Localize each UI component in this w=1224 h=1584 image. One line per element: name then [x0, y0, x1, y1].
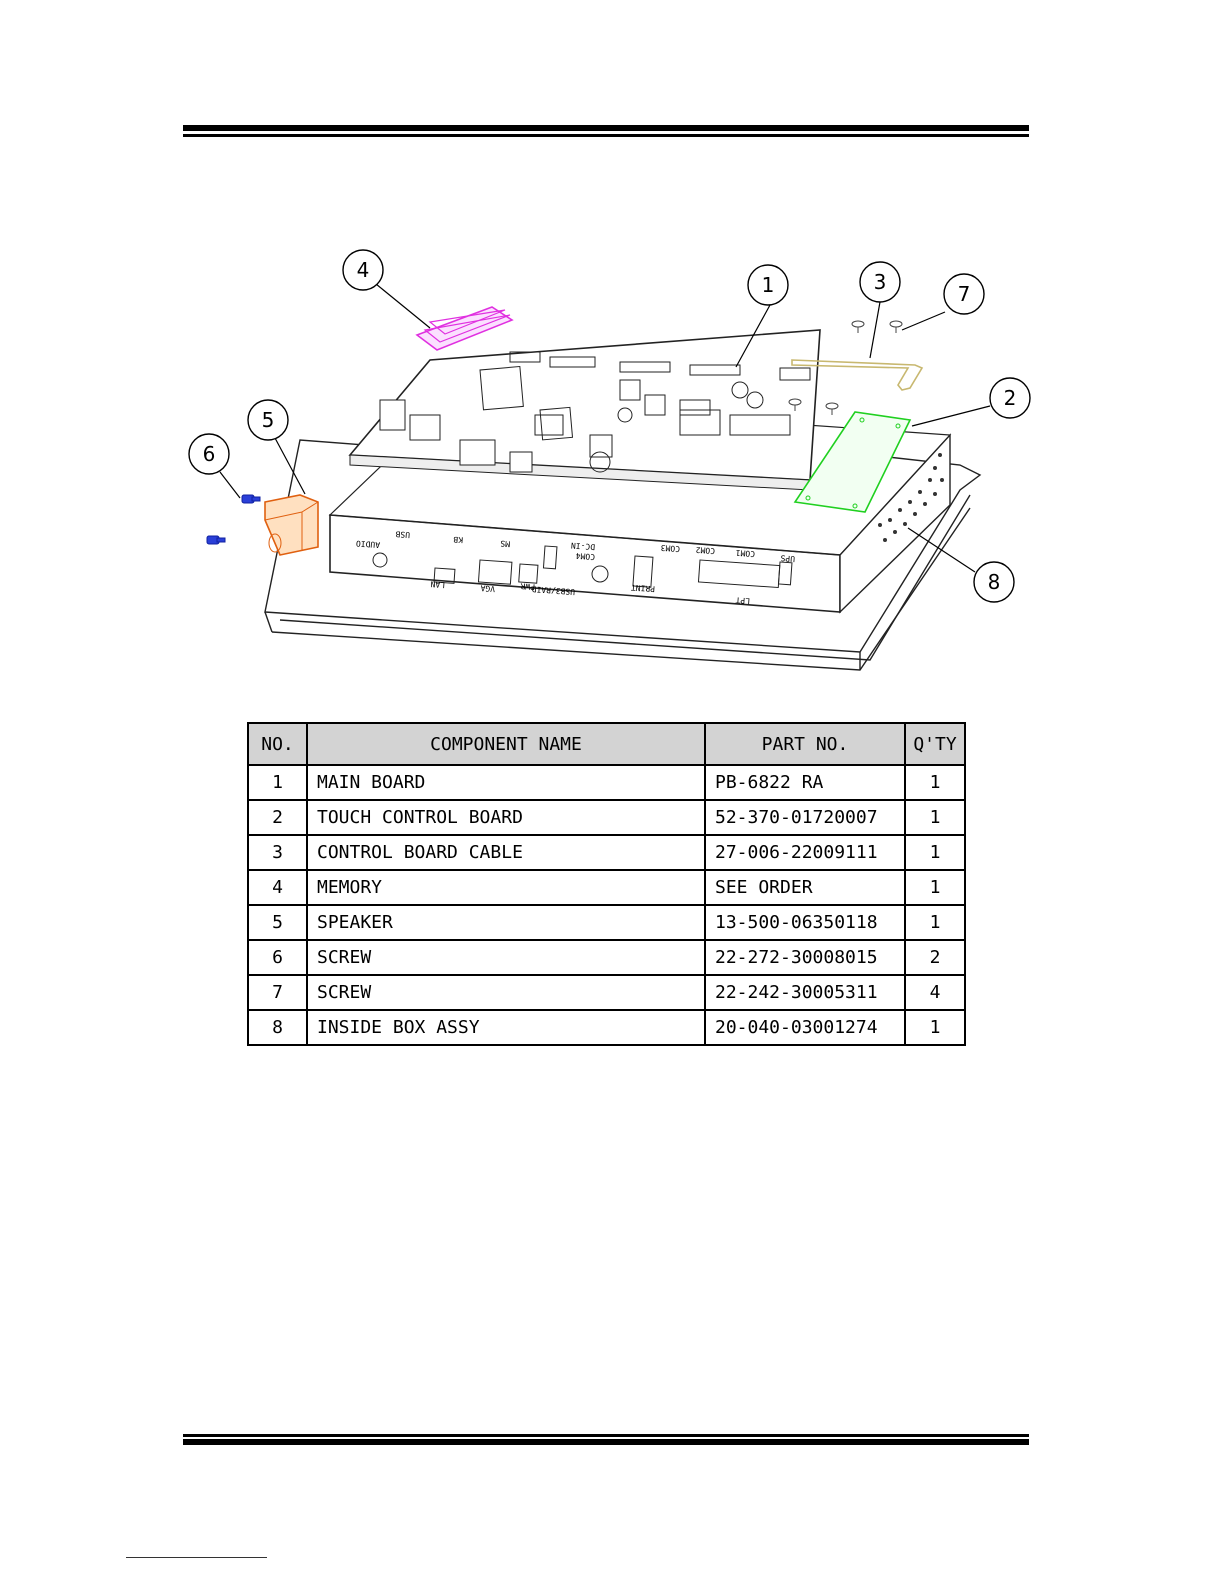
row-component-name: SCREW — [306, 974, 706, 1011]
row-no: 3 — [247, 834, 308, 871]
svg-text:5: 5 — [262, 408, 275, 432]
table-row: 8 INSIDE BOX ASSY 20-040-03001274 1 — [247, 1009, 966, 1046]
row-no: 8 — [247, 1009, 308, 1046]
row-part-no: PB-6822 RA — [704, 764, 906, 801]
callout-7: 7 — [943, 273, 985, 315]
table-row: 3 CONTROL BOARD CABLE 27-006-22009111 1 — [247, 834, 966, 871]
callout-6: 6 — [188, 433, 230, 475]
row-part-no: 52-370-01720007 — [704, 799, 906, 836]
header-component-name: COMPONENT NAME — [306, 722, 706, 766]
io-bracket: AUDIO USB KB MS DC-IN COM4 COM3 COM2 COM… — [328, 399, 952, 613]
row-qty: 1 — [904, 869, 966, 906]
row-part-no: 13-500-06350118 — [704, 904, 906, 941]
row-qty: 1 — [904, 764, 966, 801]
row-no: 5 — [247, 904, 308, 941]
footnote-separator — [126, 1557, 267, 1558]
parts-list-table: NO. COMPONENT NAME PART NO. Q'TY 1 MAIN … — [247, 722, 966, 1046]
control-board-cable — [791, 359, 924, 391]
table-row: 7 SCREW 22-242-30005311 4 — [247, 974, 966, 1011]
svg-text:3: 3 — [874, 270, 887, 294]
panel-label-lpt: LPT — [735, 595, 750, 605]
table-row: 4 MEMORY SEE ORDER 1 — [247, 869, 966, 906]
memory-module — [415, 306, 514, 351]
footer-rule-thick — [183, 1439, 1029, 1445]
panel-label-com1: COM1 — [735, 548, 755, 558]
row-no: 1 — [247, 764, 308, 801]
main-board — [348, 329, 821, 491]
header-rule-thick — [183, 125, 1029, 131]
panel-label-com2: COM2 — [695, 545, 715, 555]
panel-label-print: PRINT — [631, 583, 656, 594]
callout-2: 2 — [989, 377, 1031, 419]
speaker — [264, 494, 319, 556]
svg-text:2: 2 — [1004, 386, 1017, 410]
row-qty: 4 — [904, 974, 966, 1011]
svg-text:8: 8 — [988, 570, 1001, 594]
callout-4: 4 — [342, 249, 384, 291]
footer-rule — [183, 1434, 1029, 1446]
row-qty: 2 — [904, 939, 966, 976]
panel-label-lan: LAN — [430, 579, 445, 589]
row-no: 4 — [247, 869, 308, 906]
row-part-no: 20-040-03001274 — [704, 1009, 906, 1046]
row-component-name: MEMORY — [306, 869, 706, 906]
panel-label-audio: AUDIO — [356, 539, 381, 550]
row-no: 2 — [247, 799, 308, 836]
svg-text:1: 1 — [762, 273, 775, 297]
table-row: 2 TOUCH CONTROL BOARD 52-370-01720007 1 — [247, 799, 966, 836]
inside-box-side — [839, 433, 951, 614]
svg-text:6: 6 — [203, 442, 216, 466]
svg-text:4: 4 — [357, 258, 370, 282]
panel-label-kb: KB — [453, 535, 463, 545]
table-row: 6 SCREW 22-272-30008015 2 — [247, 939, 966, 976]
row-component-name: INSIDE BOX ASSY — [306, 1009, 706, 1046]
header-rule-thin — [183, 134, 1029, 137]
header-rule — [183, 125, 1029, 137]
header-qty: Q'TY — [904, 722, 966, 766]
callout-3: 3 — [859, 261, 901, 303]
header-no: NO. — [247, 722, 308, 766]
panel-label-vga: VGA — [480, 583, 495, 593]
table-row: 5 SPEAKER 13-500-06350118 1 — [247, 904, 966, 941]
callout-5: 5 — [247, 399, 289, 441]
row-no: 7 — [247, 974, 308, 1011]
panel-label-dc-in: DC-IN — [571, 541, 596, 552]
row-qty: 1 — [904, 799, 966, 836]
row-part-no: 22-242-30005311 — [704, 974, 906, 1011]
footer-rule-thin — [183, 1434, 1029, 1437]
panel-label-ms: MS — [500, 539, 510, 549]
row-component-name: SPEAKER — [306, 904, 706, 941]
callout-8: 8 — [973, 561, 1015, 603]
row-component-name: TOUCH CONTROL BOARD — [306, 799, 706, 836]
callout-1: 1 — [747, 264, 789, 306]
row-qty: 1 — [904, 1009, 966, 1046]
leader-lines — [219, 283, 991, 573]
row-part-no: SEE ORDER — [704, 869, 906, 906]
panel-label-com4: COM4 — [575, 551, 595, 561]
row-no: 6 — [247, 939, 308, 976]
panel-label-usb: USB — [395, 529, 410, 539]
row-qty: 1 — [904, 904, 966, 941]
row-part-no: 22-272-30008015 — [704, 939, 906, 976]
exploded-view-drawing: AUDIO USB KB MS DC-IN COM4 COM3 COM2 COM… — [188, 249, 1031, 671]
row-part-no: 27-006-22009111 — [704, 834, 906, 871]
row-component-name: CONTROL BOARD CABLE — [306, 834, 706, 871]
svg-text:7: 7 — [958, 282, 971, 306]
panel-label-usb3-raid: USB3/RAID — [531, 584, 575, 596]
row-qty: 1 — [904, 834, 966, 871]
table-row: 1 MAIN BOARD PB-6822 RA 1 — [247, 764, 966, 801]
screws-7 — [788, 320, 903, 415]
header-part-no: PART NO. — [704, 722, 906, 766]
row-component-name: SCREW — [306, 939, 706, 976]
panel-label-ups: UPS — [780, 553, 795, 563]
touch-control-board — [793, 411, 912, 513]
row-component-name: MAIN BOARD — [306, 764, 706, 801]
panel-label-com3: COM3 — [660, 543, 680, 553]
screws-6 — [206, 494, 261, 545]
panel-label-pwr: PWR — [520, 581, 535, 591]
table-header-row: NO. COMPONENT NAME PART NO. Q'TY — [247, 722, 966, 766]
